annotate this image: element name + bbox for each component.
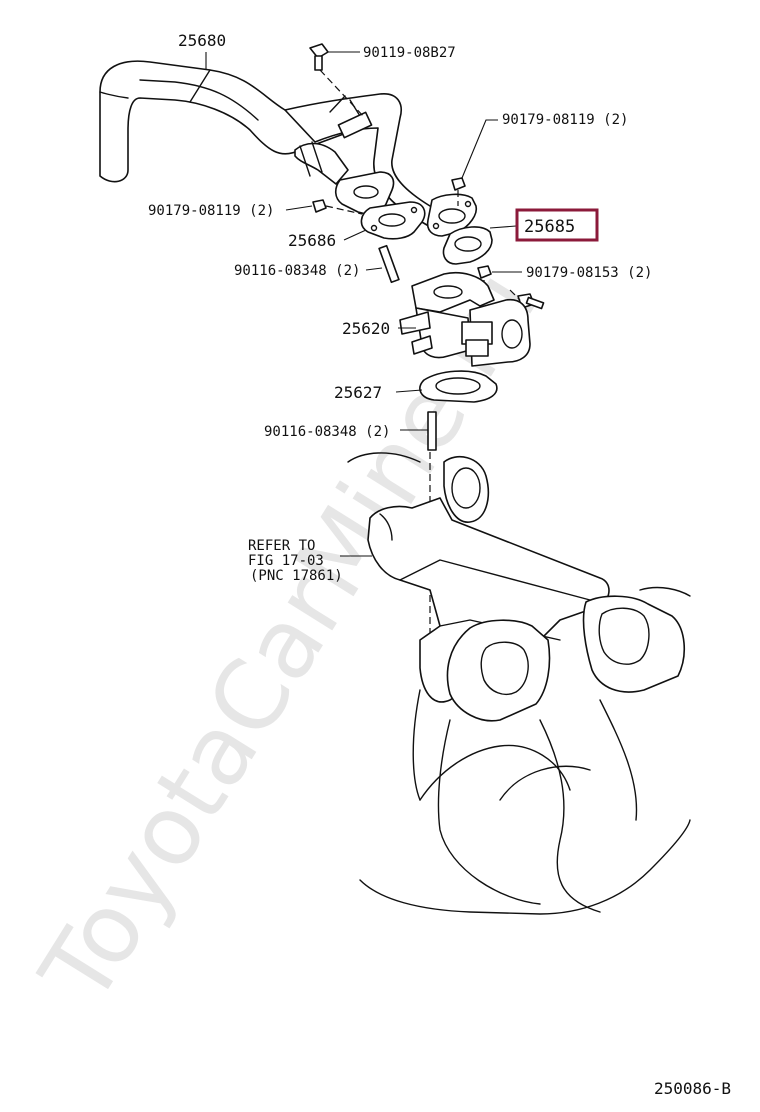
label-refer-line1: REFER TO (248, 538, 315, 554)
label-90179-08153[interactable]: 90179-08153 (2) (526, 265, 652, 281)
label-90119-08b27[interactable]: 90119-08B27 (363, 45, 456, 61)
label-25627[interactable]: 25627 (334, 383, 382, 402)
label-25685[interactable]: 25685 (524, 217, 575, 237)
label-25680[interactable]: 25680 (178, 31, 226, 50)
intake-manifold-drawing (347, 452, 691, 915)
label-90116-08348-lower[interactable]: 90116-08348 (2) (264, 424, 390, 440)
label-90116-08348-upper[interactable]: 90116-08348 (2) (234, 263, 360, 279)
figure-id: 250086-B (654, 1079, 731, 1098)
label-refer-line3[interactable]: (PNC 17861) (250, 568, 343, 584)
highlight-box (515, 208, 599, 242)
leader-lines (205, 51, 522, 557)
gasket-25627-drawing (419, 370, 498, 403)
fasteners-drawing (309, 43, 545, 310)
label-25620[interactable]: 25620 (342, 319, 390, 338)
gasket-25685-drawing (442, 226, 493, 265)
stud-lower-drawing (427, 411, 437, 451)
label-90179-08119-left[interactable]: 90179-08119 (2) (148, 203, 274, 219)
label-25686[interactable]: 25686 (288, 231, 336, 250)
label-refer-line2[interactable]: FIG 17-03 (248, 553, 324, 569)
gasket-25686-drawing (360, 201, 426, 240)
label-90179-08119-right[interactable]: 90179-08119 (2) (502, 112, 628, 128)
egr-pipe-drawing (99, 60, 478, 237)
egr-valve-drawing (399, 271, 531, 367)
